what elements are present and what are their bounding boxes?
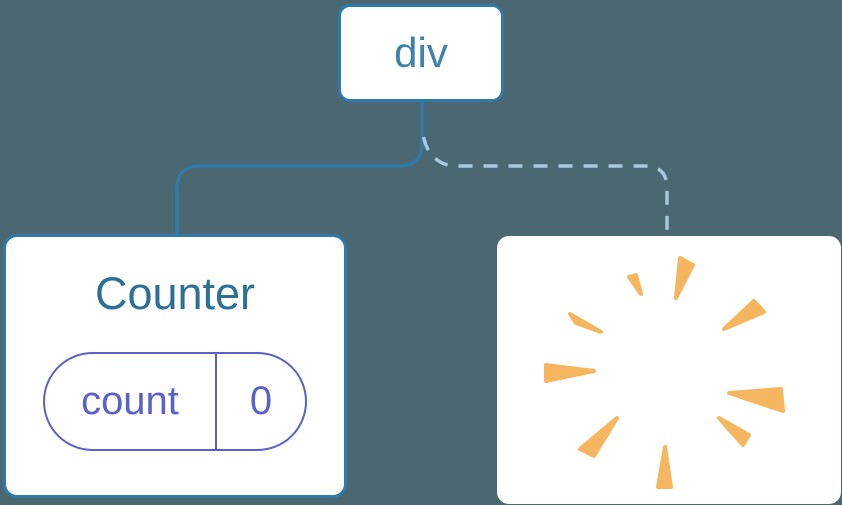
poof-icon [544,256,785,489]
poof-ray [578,416,619,458]
poof-ray [568,312,603,334]
poof-ray [674,256,695,300]
state-pill-value-cell: 0 [217,354,305,449]
poof-ray [722,299,766,331]
connector-dashed-line [421,136,669,237]
node-counter-title: Counter [94,268,256,319]
connector-solid-line [175,101,424,236]
node-removed-component [497,236,841,504]
poof-ray [656,445,673,489]
state-pill: count 0 [43,352,307,451]
state-pill-key-cell: count [45,354,217,449]
poof-ray [727,387,785,413]
node-div: div [338,4,504,102]
node-counter: Counter count 0 [3,234,347,498]
poof-ray [717,416,751,447]
poof-ray [544,363,596,383]
state-key-label: count [81,379,179,423]
state-value-label: 0 [249,379,273,423]
poof-ray [627,273,643,296]
node-div-label: div [394,29,448,76]
